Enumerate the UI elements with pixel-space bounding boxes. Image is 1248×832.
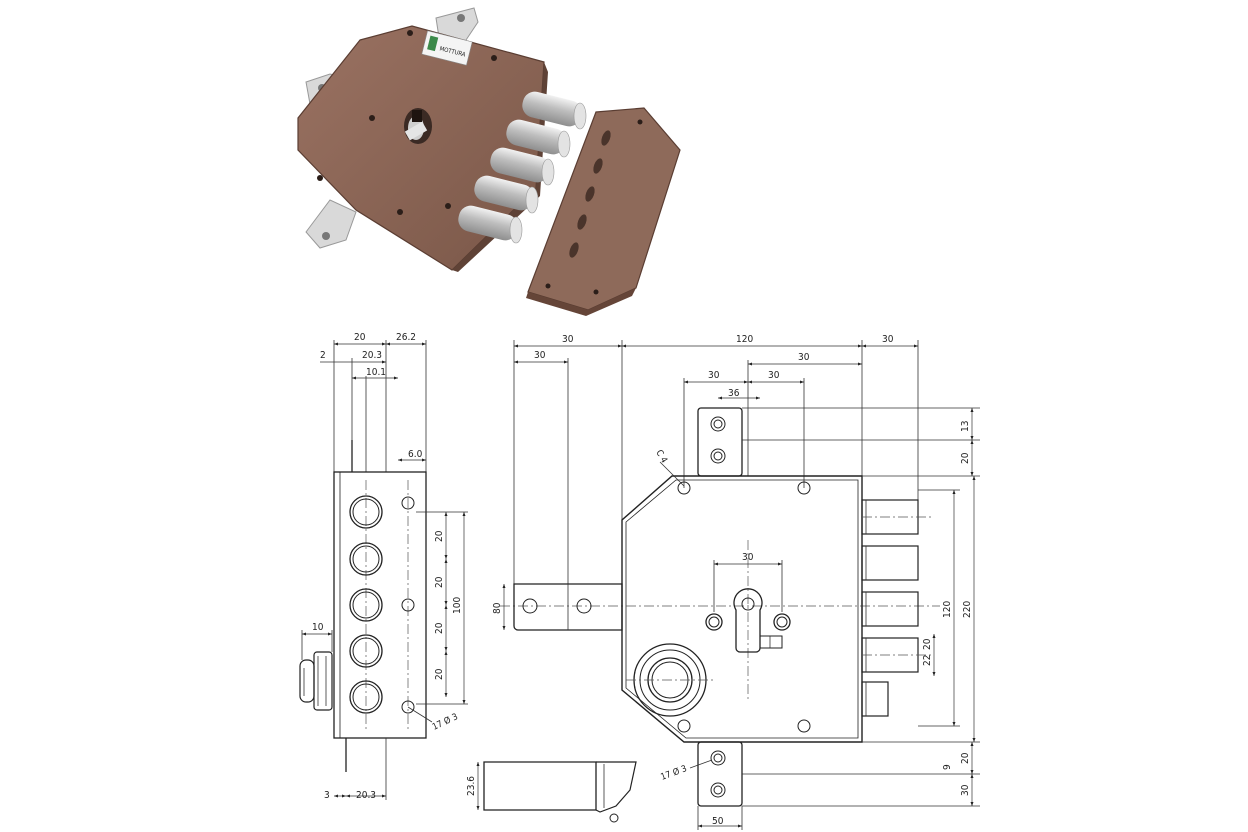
hole-callout: 17 Ø 3	[659, 763, 688, 783]
dim-label: 30	[882, 334, 894, 345]
dim-label: 120	[736, 334, 753, 345]
side-view-drawing: 20 26.2 2 20.3 10.1 6.0	[299, 332, 468, 801]
front-bolts	[861, 499, 919, 717]
handle-arm	[513, 583, 623, 631]
bolt-set	[458, 91, 587, 244]
dim-label: 9	[942, 764, 953, 770]
dim-label: 3	[324, 790, 330, 801]
dim-label: 2	[320, 350, 326, 361]
dim-label: 20	[434, 530, 445, 542]
dim-label: 20	[434, 668, 445, 680]
dim-label: 30	[768, 370, 780, 381]
dim-label: 20	[922, 638, 933, 650]
dim-label: 22	[922, 655, 933, 666]
mounting-tab-bottom	[305, 199, 357, 249]
dim-label: 220	[962, 601, 973, 618]
dim-label: 13	[960, 421, 971, 432]
chamfer-callout: C 4	[653, 449, 668, 466]
strike-profile	[483, 761, 637, 823]
dim-label: 20	[960, 452, 971, 464]
top-mounting-plate	[697, 407, 743, 477]
bolt	[506, 119, 571, 158]
dim-label: 20	[354, 332, 366, 343]
dim-label: 30	[562, 334, 574, 345]
bolt	[522, 91, 587, 130]
dim-label: 30	[534, 350, 546, 361]
dim-label: 20	[434, 622, 445, 634]
bolt	[490, 147, 555, 186]
dim-label: 100	[452, 597, 463, 614]
dim-label: 6.0	[408, 449, 423, 460]
keyhole-cylinder	[404, 108, 432, 144]
dim-label: 20	[434, 576, 445, 588]
dim-label: 120	[942, 601, 953, 618]
side-bolt-holes	[349, 495, 383, 714]
dim-label: 20.3	[362, 350, 382, 361]
front-view-drawing: 30 120 30 30 30 30 30 36 C 4	[466, 334, 980, 830]
dim-label: 80	[492, 602, 503, 614]
dim-label: 30	[960, 784, 971, 796]
side-body	[333, 471, 427, 739]
front-body	[621, 475, 863, 743]
dim-label: 30	[798, 352, 810, 363]
dim-label: 36	[728, 388, 740, 399]
knob-cylinder	[626, 643, 714, 717]
bolt	[458, 205, 523, 244]
dim-label: 10	[312, 622, 324, 633]
dim-label: 30	[708, 370, 720, 381]
bolt	[474, 175, 539, 214]
dim-label: 50	[712, 816, 724, 827]
dim-label: 30	[742, 552, 754, 563]
dim-label: 26.2	[396, 332, 416, 343]
dim-label: 10.1	[366, 367, 386, 378]
dim-label: 23.6	[466, 776, 477, 796]
lock-photo: MOTTURA	[297, 7, 681, 316]
dim-label: 20.3	[356, 790, 376, 801]
dim-label: 20	[960, 752, 971, 764]
strike-plate	[526, 107, 681, 316]
thumb-knob	[299, 651, 333, 711]
front-keyhole	[733, 588, 783, 653]
hole-callout: 17 Ø 3	[431, 711, 460, 732]
